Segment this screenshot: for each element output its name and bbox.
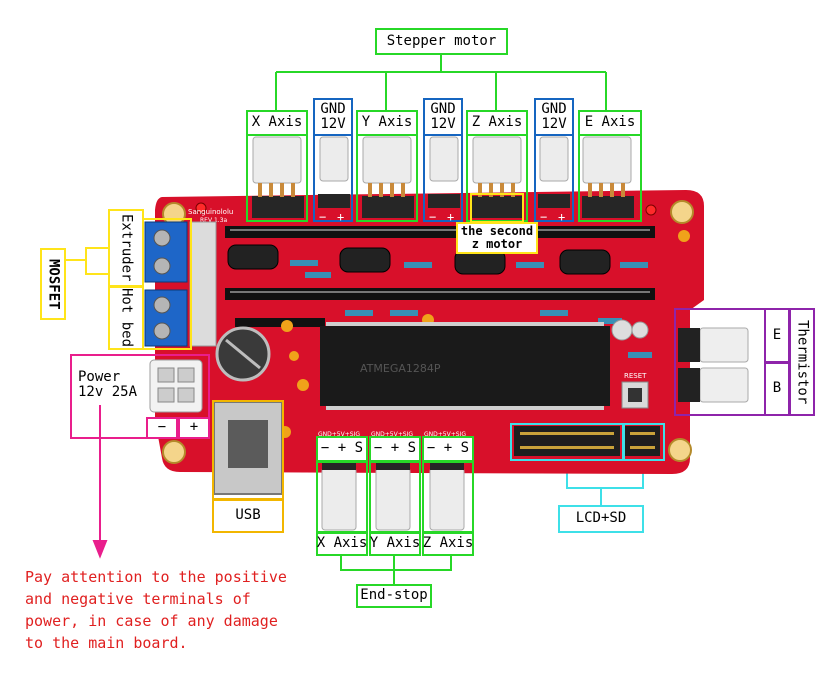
second-z-line2: z motor [471, 237, 523, 251]
lcd-sd-label: LCD+SD [558, 505, 644, 533]
12v-text: 12V [320, 116, 346, 132]
mcu-pins [326, 322, 604, 410]
header-pins [230, 229, 650, 293]
12v-text: 12V [430, 116, 456, 132]
lcd-sd-headers [514, 426, 660, 456]
gnd-12v-label-2: GND 12V [423, 98, 463, 136]
screw-terminal-frame [142, 218, 192, 350]
driver-capacitors [227, 244, 611, 275]
minus-mark: − [540, 210, 548, 224]
end-stop-label: End-stop [356, 584, 432, 608]
power-frame-2 [423, 134, 463, 222]
power-label: Power 12v 25A [70, 354, 210, 439]
gnd-12v-label-3: GND 12V [534, 98, 574, 136]
resistors [290, 260, 652, 358]
endstop-pins-y: − + S [369, 436, 421, 462]
x-stepper-frame [246, 134, 308, 222]
stepper-motor-label: Stepper motor [375, 28, 508, 55]
endstop-frame-x [316, 461, 368, 533]
stepper-connectors [252, 136, 632, 184]
gnd-12v-label-1: GND 12V [313, 98, 353, 136]
connector-lines [66, 55, 644, 584]
endstop-x-label: X Axis [316, 532, 368, 556]
stepper-tree-line [275, 55, 607, 110]
reset-silk: RESET [624, 372, 647, 380]
second-z-header-frame [470, 193, 524, 223]
stepper-wires [258, 183, 625, 197]
mosfet-tree-line [66, 247, 108, 275]
endstop-frame-y [369, 461, 421, 533]
gnd-text: GND [320, 100, 346, 117]
lcd-header-frame [510, 423, 624, 461]
gnd-text: GND [430, 100, 456, 117]
red-leds [195, 202, 657, 216]
mosfet-text: MOSFET [45, 258, 62, 310]
plus-mark: + [447, 210, 455, 224]
screw-terminals [144, 221, 217, 347]
endstop-z-label: Z Axis [422, 532, 474, 556]
x-axis-stepper-label: X Axis [246, 110, 308, 136]
endstop-y-label: Y Axis [369, 532, 421, 556]
thermistor-connectors [699, 327, 749, 403]
microcontroller [320, 326, 610, 406]
mosfet-label: MOSFET [40, 248, 66, 320]
usb-label: USB [212, 499, 284, 533]
hot-bed-label: Hot bed [108, 286, 144, 350]
lcd-tree-line [566, 460, 644, 505]
extruder-text: Extruder [118, 214, 135, 282]
minus-mark: − [319, 210, 327, 224]
endstop-pins-x: − + S [316, 436, 368, 462]
minus-mark: − [429, 210, 437, 224]
power-arrow-head [92, 540, 108, 559]
power-frame-3 [534, 134, 574, 222]
endstop-frame-z [422, 461, 474, 533]
brand-silk: Sanguinololu [188, 208, 233, 216]
e-thermistor-label: E [764, 308, 790, 363]
chip-label: ATMEGA1284P [360, 362, 441, 375]
z-axis-stepper-label: Z Axis [466, 110, 528, 136]
plus-mark: + [558, 210, 566, 224]
hot-bed-text: Hot bed [118, 288, 135, 348]
e-stepper-frame [578, 134, 642, 222]
endstop-silk-z: GND+5V+SIG [424, 431, 466, 438]
y-stepper-frame [356, 134, 418, 222]
thermistor-connector-frame [674, 308, 766, 416]
power-polarity-warning: Pay attention to the positive and negati… [25, 568, 287, 652]
thermistor-text: Thermistor [794, 319, 811, 405]
plus-mark: + [337, 210, 345, 224]
rev-silk: REV 1.3a [200, 217, 228, 224]
gnd-text: GND [541, 100, 567, 117]
usb-frame [212, 400, 284, 500]
stepper-headers [252, 194, 634, 218]
power-minus-label: − [146, 417, 178, 439]
second-z-motor-label: the second z motor [456, 222, 538, 254]
extruder-label: Extruder [108, 209, 144, 287]
sd-header-frame [623, 423, 665, 461]
second-z-line1: the second [460, 223, 534, 238]
e-axis-stepper-label: E Axis [578, 110, 642, 136]
endstop-silk-y: GND+5V+SIG [371, 431, 413, 438]
power-text: Power [78, 369, 121, 386]
power-frame-1 [313, 134, 353, 222]
power-plus-label: + [178, 417, 210, 439]
b-thermistor-label: B [764, 362, 790, 416]
endstop-silk-x: GND+5V+SIG [318, 431, 360, 438]
thermistor-label: Thermistor [789, 308, 815, 416]
y-axis-stepper-label: Y Axis [356, 110, 418, 136]
endstop-pins-z: − + S [422, 436, 474, 462]
12v-text: 12V [541, 116, 567, 132]
power-rating-text: 12v 25A [78, 384, 138, 401]
endstop-tree-line [340, 556, 452, 584]
